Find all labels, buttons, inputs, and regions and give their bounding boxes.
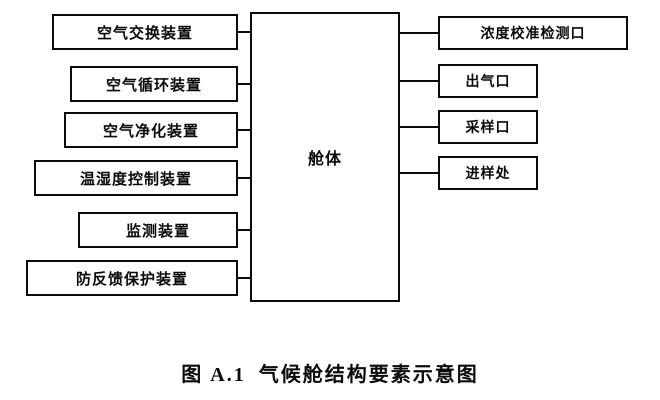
connector-left-1	[238, 31, 252, 33]
connector-left-2	[238, 83, 252, 85]
node-air-outlet: 出气口	[438, 64, 538, 98]
connector-right-3	[398, 126, 440, 128]
connector-right-1	[398, 32, 440, 34]
connector-right-4	[398, 172, 440, 174]
node-sample-inlet: 进样处	[438, 156, 538, 190]
node-temperature-humidity-control-device: 温湿度控制装置	[34, 160, 238, 196]
node-air-circulation-device: 空气循环装置	[70, 66, 238, 102]
node-chamber-body: 舱体	[250, 12, 400, 302]
connector-left-5	[238, 229, 252, 231]
connector-left-3	[238, 129, 252, 131]
figure-caption-text: 气候舱结构要素示意图	[258, 364, 479, 386]
node-air-purification-device: 空气净化装置	[64, 112, 238, 148]
node-monitoring-device: 监测装置	[78, 212, 238, 248]
node-sampling-port: 采样口	[438, 110, 538, 144]
connector-left-4	[238, 177, 252, 179]
node-anti-feedback-protection-device: 防反馈保护装置	[26, 260, 238, 296]
node-air-exchange-device: 空气交换装置	[52, 14, 238, 50]
figure-caption: 图 A.1 气候舱结构要素示意图	[0, 358, 660, 387]
connector-right-2	[398, 80, 440, 82]
figure-number: 图 A.1	[181, 364, 246, 386]
connector-left-6	[238, 277, 252, 279]
node-concentration-calibration-port: 浓度校准检测口	[438, 16, 628, 50]
